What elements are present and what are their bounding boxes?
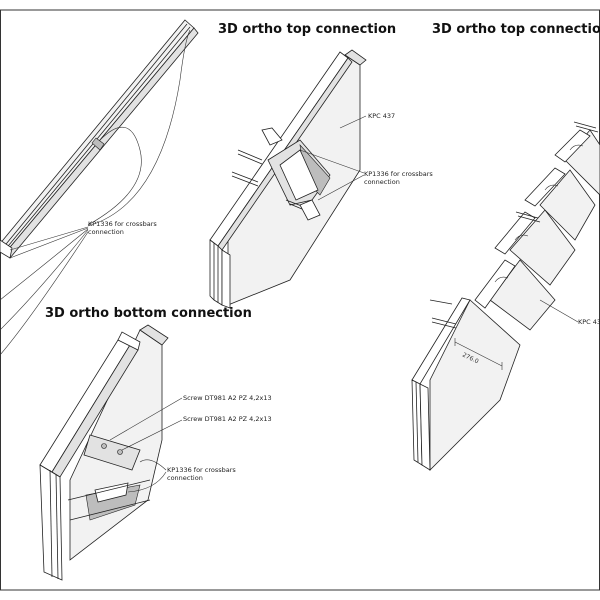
top-connection-1-assembly xyxy=(411,121,600,471)
kp1336-top-line1: KP1336 for crossbars xyxy=(364,170,433,178)
bottom-connection-assembly xyxy=(39,324,169,581)
kp1336-left-line2: connection xyxy=(88,228,124,236)
screw-label-1: Screw DT981 A2 PZ 4,2x13 xyxy=(183,394,272,402)
left-leader-lines xyxy=(0,29,191,356)
kp1336-bottom-line2: connection xyxy=(167,474,203,482)
kp1336-bottom-line1: KP1336 for crossbars xyxy=(167,466,236,474)
kpc-437-top-label: KPC 437 xyxy=(368,112,395,120)
kpc-right-leader xyxy=(539,299,579,323)
kp1336-left-line1: KP1336 for crossbars xyxy=(88,220,157,228)
kpc-43-right-label: KPC 43 xyxy=(578,318,600,326)
title-bottom-connection: 3D ortho bottom connection xyxy=(45,306,252,321)
top-leader-lines xyxy=(299,115,367,201)
title-top-connection: 3D ortho top connection xyxy=(218,22,396,37)
title-top-connection-1: 3D ortho top connection 1 xyxy=(432,22,600,37)
top-connection-assembly xyxy=(209,49,367,309)
kp1336-top-line2: connection xyxy=(364,178,400,186)
bottom-leader-lines xyxy=(109,397,183,493)
screw-label-2: Screw DT981 A2 PZ 4,2x13 xyxy=(183,415,272,423)
